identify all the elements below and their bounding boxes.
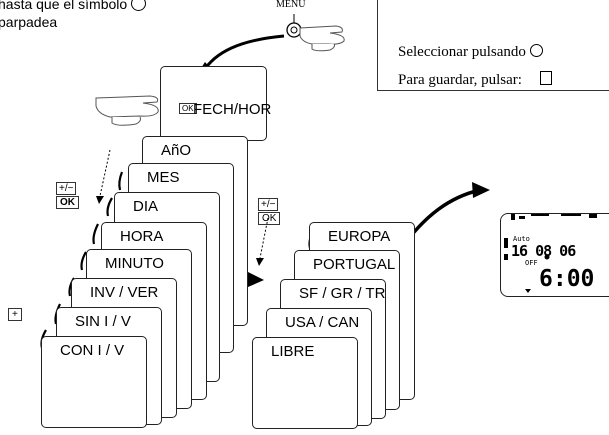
display-arrowhead <box>472 182 490 198</box>
card-portugal-label: PORTUGAL <box>313 256 396 273</box>
card-usa-can-label: USA / CAN <box>285 314 360 331</box>
card-hora-label: HORA <box>120 228 164 245</box>
ok-key-right[interactable]: OK <box>258 212 281 225</box>
lcd-segments <box>504 214 597 293</box>
card-fech-hor[interactable]: OK FECH/HOR <box>160 66 271 141</box>
card-libre[interactable]: LIBRE <box>252 337 358 429</box>
intro-line-2: parpadea <box>0 14 58 30</box>
plus-minus-key-right[interactable]: +/− <box>258 198 279 211</box>
ok-key-left[interactable]: OK <box>56 196 79 209</box>
card-europa-label: EUROPA <box>328 228 391 245</box>
card-sf-gr-tr-label: SF / GR / TR <box>299 285 386 302</box>
legend-box: Seleccionar pulsando Para guardar, pulsa… <box>377 0 609 91</box>
lcd-status: OFF <box>525 259 538 267</box>
menu-knob-icon <box>286 14 302 38</box>
stack-transfer-arrowhead <box>248 272 264 287</box>
plus-minus-key-left[interactable]: +/− <box>56 182 77 195</box>
hand-ok-icon <box>95 95 159 126</box>
legend-select-text: Seleccionar pulsando <box>398 44 526 60</box>
card-mes-label: MES <box>147 169 180 186</box>
legend-select-row: Seleccionar pulsando <box>398 44 543 61</box>
intro-line-1: hasta que el símbolo <box>0 0 147 13</box>
ok-key[interactable]: OK <box>179 103 197 114</box>
lcd-display: Auto 16 08 06 OFF 6:00 <box>500 213 609 297</box>
card-dia-label: DIA <box>133 198 159 215</box>
blinking-circle-icon <box>131 0 147 11</box>
lcd-mode: Auto <box>513 235 530 243</box>
card-inv-ver-label: INV / VER <box>90 284 159 301</box>
hand-pointer-icon <box>299 25 345 52</box>
lcd-date: 16 08 06 <box>511 242 576 260</box>
legend-save-text: Para guardar, pulsar: <box>398 72 522 88</box>
circle-button-icon <box>529 44 543 57</box>
card-ano-label: AñO <box>161 142 192 159</box>
card-libre-label: LIBRE <box>271 343 315 360</box>
menu-label: MENU <box>276 0 306 10</box>
card-minuto-label: MINUTO <box>105 255 164 272</box>
intro-line-1-text: hasta que el símbolo <box>0 0 128 12</box>
plus-key-left[interactable]: + <box>8 308 22 321</box>
card-con-iv[interactable]: CON I / V <box>41 336 147 428</box>
card-sin-iv-label: SIN I / V <box>75 313 131 330</box>
lcd-time: 6:00 <box>539 266 595 292</box>
legend-save-row: Para guardar, pulsar: <box>398 71 552 89</box>
ok-key-icon <box>539 71 552 85</box>
card-fech-hor-label: FECH/HOR <box>193 101 272 118</box>
card-con-iv-label: CON I / V <box>60 342 125 359</box>
